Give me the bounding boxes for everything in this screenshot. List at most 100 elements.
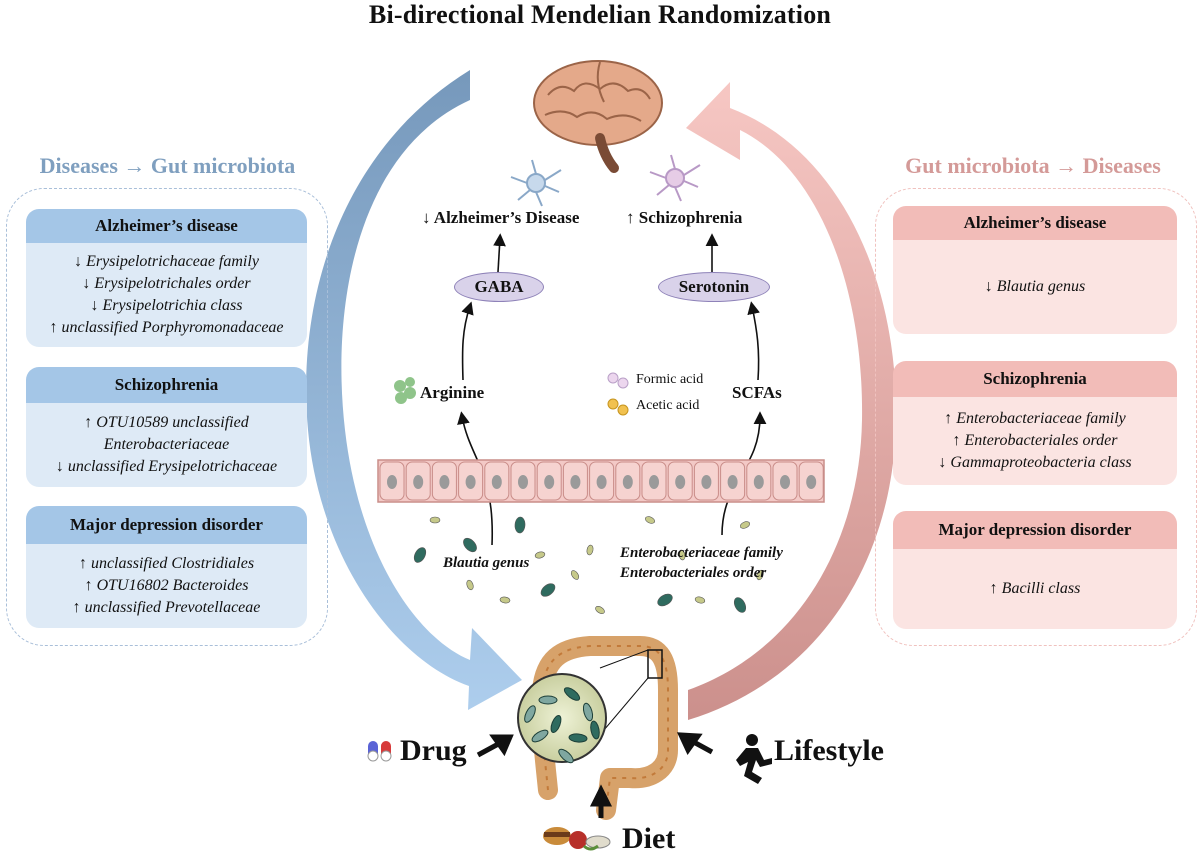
- card-heading: Major depression disorder: [893, 511, 1177, 549]
- card-item: ↓ unclassified Erysipelotrichaceae: [55, 458, 278, 475]
- drug-label: Drug: [400, 734, 467, 767]
- card-item: ↑ unclassified Porphyromonadaceae: [49, 319, 284, 336]
- lifestyle-label: Lifestyle: [774, 734, 884, 767]
- card-item: ↑ unclassified Prevotellaceae: [72, 599, 261, 616]
- cell-nucleus: [387, 475, 397, 489]
- pink-arc-arrow: [686, 82, 897, 720]
- cell-nucleus: [780, 475, 790, 489]
- bacterium: [514, 516, 526, 534]
- card-heading: Schizophrenia: [893, 361, 1177, 397]
- card-item: Enterobacteriaceae: [103, 436, 230, 453]
- card-body: ↑ Enterobacteriaceae family ↑ Enterobact…: [893, 397, 1177, 485]
- card-body: ↓ Erysipelotrichaceae family ↓ Erysipelo…: [26, 243, 307, 347]
- bacterium: [466, 579, 474, 591]
- left-card-alzheimers: Alzheimer’s disease ↓ Erysipelotrichacea…: [26, 209, 307, 347]
- cell-nucleus: [649, 475, 659, 489]
- cell-nucleus: [596, 475, 607, 489]
- gaba-oval: GABA: [454, 272, 544, 302]
- formic-acid-icon: [607, 372, 629, 389]
- cell-nucleus: [544, 475, 555, 489]
- card-item: ↓ Blautia genus: [984, 278, 1086, 295]
- bacterium: [644, 516, 656, 524]
- card-item: ↑ Bacilli class: [989, 580, 1081, 597]
- cell-nucleus: [622, 475, 633, 489]
- lens-bacterium: [568, 733, 588, 743]
- right-card-schizophrenia: Schizophrenia ↑ Enterobacteriaceae famil…: [893, 361, 1177, 485]
- left-card-schizophrenia: Schizophrenia ↑ OTU10589 unclassified En…: [26, 367, 307, 487]
- card-item: ↓ Erysipelotrichales order: [82, 275, 251, 292]
- card-item: ↓ Erysipelotrichaceae family: [74, 253, 259, 270]
- cell-nucleus: [570, 475, 581, 489]
- bacterium: [678, 549, 686, 561]
- cell-nucleus: [675, 475, 686, 489]
- neuron-icon-left: [510, 159, 562, 207]
- lens-bacterium: [558, 748, 574, 764]
- bacterium: [429, 516, 441, 524]
- cell-nucleus: [439, 475, 450, 489]
- right-card-alzheimers: Alzheimer’s disease ↓ Blautia genus: [893, 206, 1177, 334]
- cell-nucleus: [701, 475, 712, 489]
- brain-icon: [533, 60, 663, 173]
- acetic-acid-icon: [607, 398, 629, 416]
- lens-bacterium: [590, 720, 600, 740]
- cell-nucleus: [413, 475, 424, 489]
- cell-nucleus: [491, 475, 502, 489]
- bacterium: [595, 606, 605, 614]
- lens-bacterium: [563, 687, 581, 701]
- bacterium: [463, 537, 477, 553]
- card-item: ↑ Enterobacteriales order: [952, 432, 1118, 449]
- scfas-label: SCFAs: [732, 383, 782, 402]
- acetic-acid-label: Acetic acid: [636, 398, 700, 413]
- cell-nucleus: [806, 475, 817, 489]
- drug-icon: [367, 741, 392, 762]
- lens-bacterium: [531, 729, 549, 743]
- arginine-icon: [394, 377, 416, 404]
- bacterium: [534, 551, 546, 559]
- left-card-mdd: Major depression disorder ↑ unclassified…: [26, 506, 307, 628]
- card-item: ↑ OTU10589 unclassified: [84, 414, 249, 431]
- factor-arrows: [476, 732, 714, 818]
- card-item: ↑ unclassified Clostridiales: [78, 555, 255, 572]
- bacterium: [756, 569, 764, 581]
- arginine-label: Arginine: [420, 383, 485, 402]
- blue-arc-arrow: [306, 70, 522, 710]
- bacterium: [586, 544, 594, 556]
- cell-nucleus: [465, 475, 476, 489]
- diet-label: Diet: [622, 822, 676, 855]
- bacterium: [540, 583, 556, 597]
- bacterium: [733, 597, 747, 613]
- neuron-icon-right: [649, 154, 701, 202]
- card-heading: Major depression disorder: [26, 506, 307, 544]
- left-panel-title: Diseases → Gut microbiota: [39, 153, 296, 178]
- serotonin-oval: Serotonin: [658, 272, 770, 302]
- bacterium: [499, 596, 511, 604]
- bacterium: [413, 547, 427, 563]
- cell-nucleus: [753, 475, 764, 489]
- right-panel: [875, 188, 1197, 646]
- card-body: ↑ unclassified Clostridiales ↑ OTU16802 …: [26, 544, 307, 628]
- right-card-mdd: Major depression disorder ↑ Bacilli clas…: [893, 511, 1177, 629]
- epithelium-layer: [377, 459, 825, 503]
- cell-nucleus: [518, 475, 528, 489]
- page-title: Bi-directional Mendelian Randomization: [368, 0, 832, 29]
- left-outcome-label: ↓ Alzheimer’s Disease: [422, 208, 580, 227]
- microbiota-lens: [517, 673, 607, 764]
- card-item: ↓ Erysipelotrichia class: [90, 297, 243, 314]
- left-panel: [6, 188, 328, 646]
- cell-nucleus: [727, 475, 738, 489]
- bacterium: [570, 570, 580, 580]
- card-item: ↓ Gammaproteobacteria class: [938, 454, 1132, 471]
- card-body: ↓ Blautia genus: [893, 240, 1177, 334]
- bacterium: [739, 521, 751, 529]
- bacterium: [694, 596, 706, 604]
- right-outcome-label: ↑ Schizophrenia: [626, 208, 743, 227]
- lens-bacterium: [550, 714, 562, 734]
- formic-acid-label: Formic acid: [636, 372, 704, 387]
- blautia-label: Blautia genus: [443, 555, 530, 571]
- enterobacteriales-label: Enterobacteriales order: [620, 565, 767, 581]
- card-item: ↑ OTU16802 Bacteroides: [84, 577, 249, 594]
- lens-bacterium: [538, 695, 558, 705]
- bacteria-field: [413, 516, 764, 614]
- lens-bacterium: [582, 702, 594, 722]
